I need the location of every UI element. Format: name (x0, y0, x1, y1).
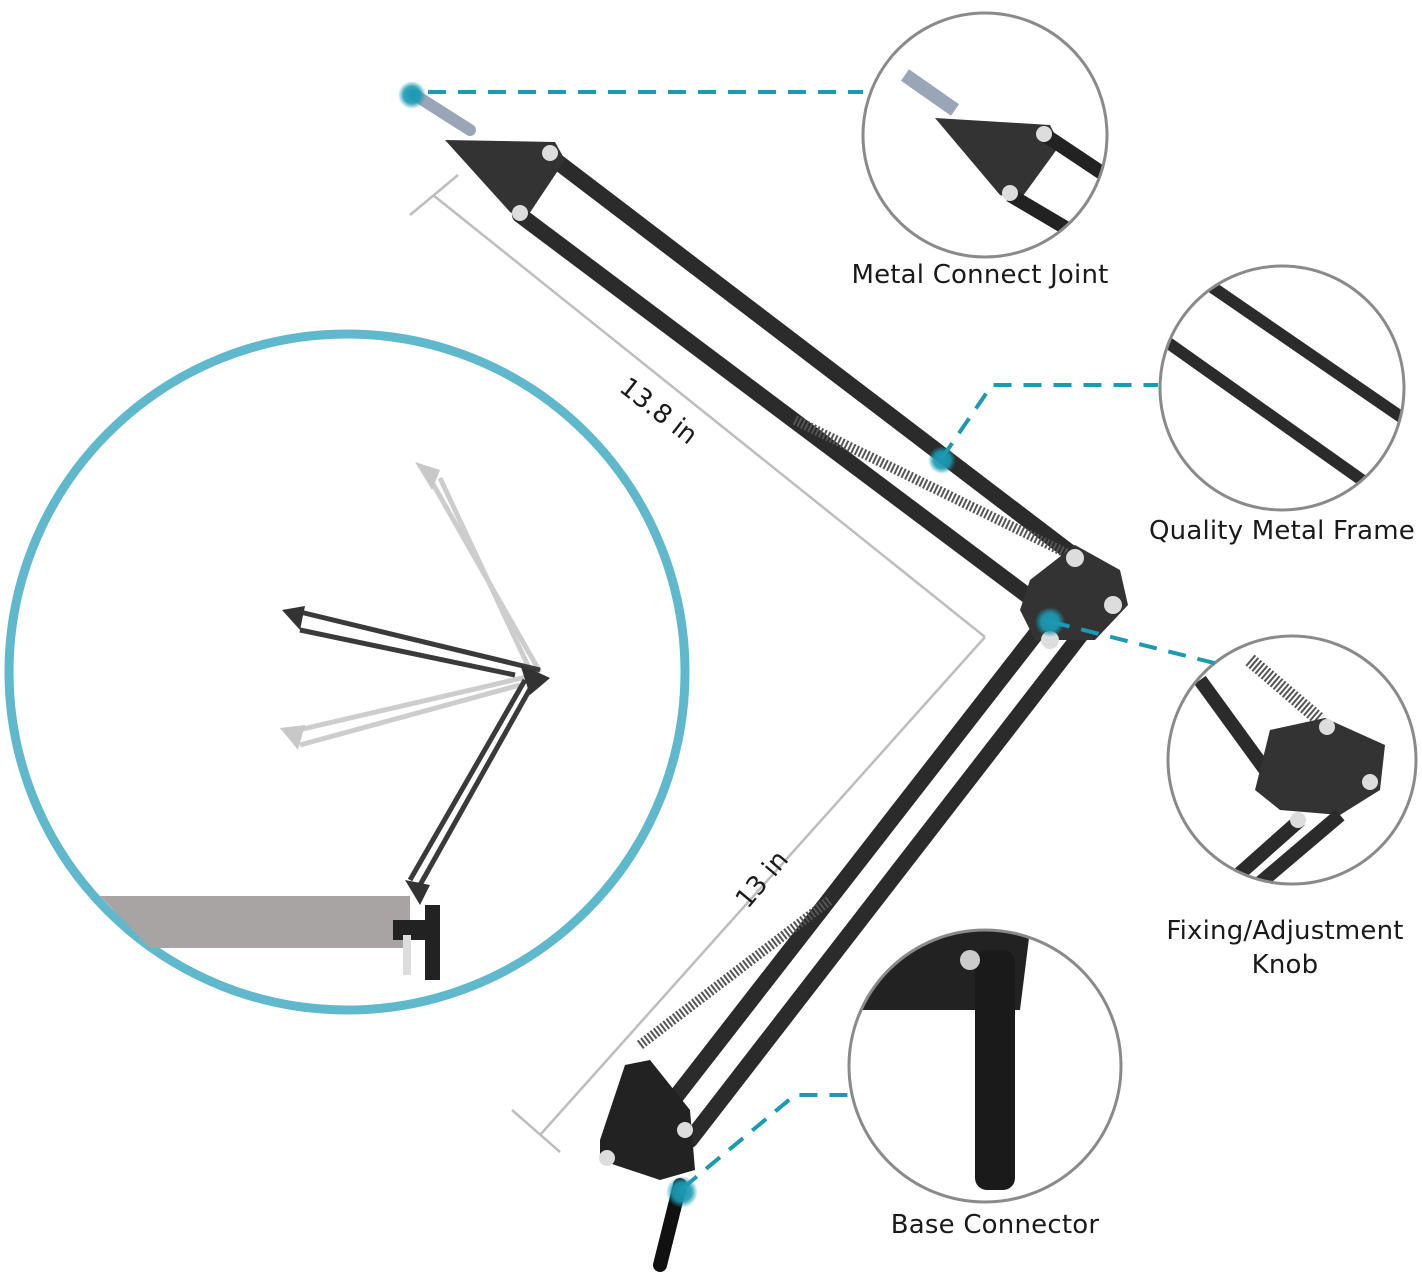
label-quality-metal-frame: Quality Metal Frame (1148, 516, 1416, 546)
dimension-lines (409, 174, 986, 1153)
label-fixing-adjustment-knob: Fixing/Adjustment Knob (1150, 914, 1420, 982)
label-fixing-line1: Fixing/Adjustment (1166, 916, 1404, 946)
label-metal-connect-joint: Metal Connect Joint (851, 260, 1109, 290)
callout-leaders (428, 90, 1223, 1190)
boom-arm (409, 89, 1128, 1272)
callout-metal-connect-joint-circle (861, 11, 1109, 259)
range-of-motion-inset (4, 329, 690, 1015)
label-fixing-line2: Knob (1251, 950, 1319, 980)
label-base-connector: Base Connector (890, 1210, 1100, 1240)
callout-fixing-knob-circle (1166, 634, 1418, 886)
hotspots (398, 81, 1065, 1208)
callout-quality-metal-frame-circle (1158, 264, 1406, 512)
callout-base-connector-circle (847, 928, 1123, 1204)
